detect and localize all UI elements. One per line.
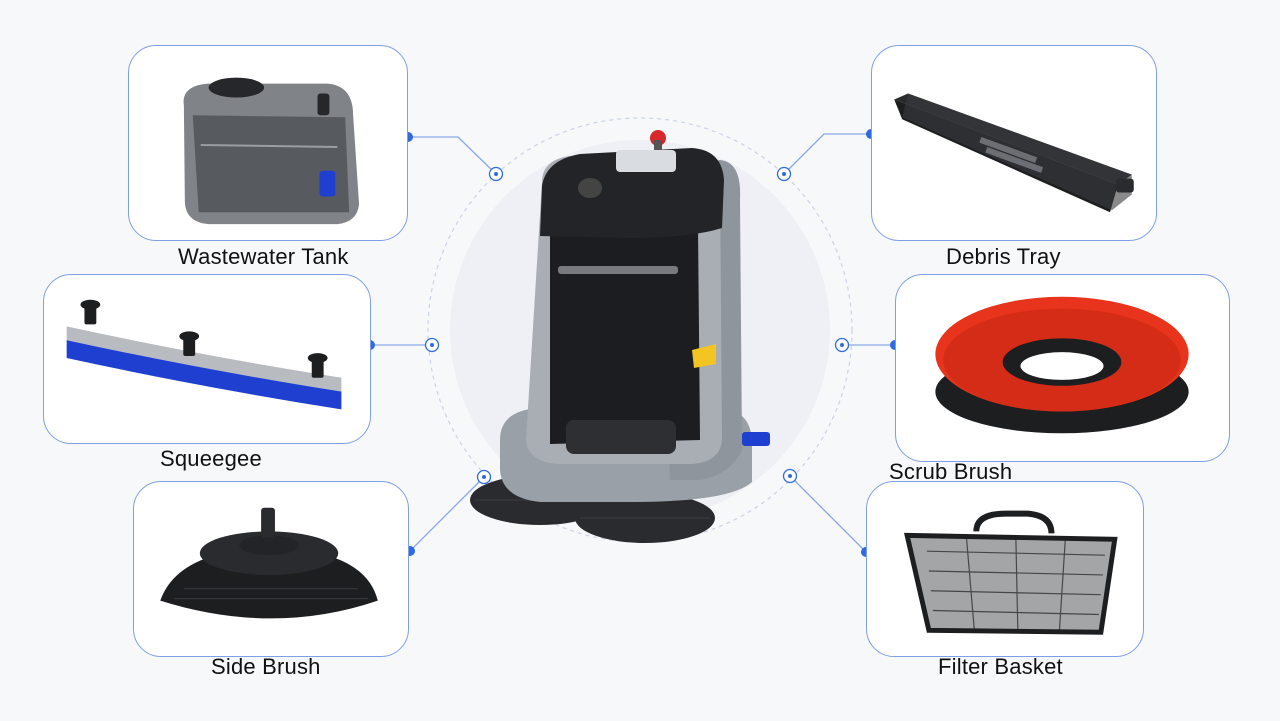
part-card-scrub-brush[interactable] [895, 274, 1230, 462]
cleaning-robot-icon [470, 130, 770, 543]
part-label-side-brush: Side Brush [211, 654, 321, 679]
part-card-wastewater-tank[interactable] [128, 45, 408, 241]
part-label-filter-basket: Filter Basket [938, 654, 1063, 679]
part-card-filter-basket[interactable] [866, 481, 1144, 657]
part-label-debris-tray: Debris Tray [946, 244, 1061, 269]
part-card-side-brush[interactable] [133, 481, 409, 657]
debris-tray-icon [894, 93, 1134, 213]
part-label-squeegee: Squeegee [160, 446, 262, 471]
wastewater-tank-icon [183, 77, 360, 225]
squeegee-icon [66, 299, 342, 410]
part-label-wastewater-tank: Wastewater Tank [178, 244, 349, 269]
part-label-scrub-brush: Scrub Brush [889, 459, 1013, 484]
scrub-brush-icon [935, 296, 1189, 434]
filter-basket-icon [904, 510, 1118, 635]
part-card-squeegee[interactable] [43, 274, 371, 444]
side-brush-icon [160, 507, 378, 619]
part-card-debris-tray[interactable] [871, 45, 1157, 241]
